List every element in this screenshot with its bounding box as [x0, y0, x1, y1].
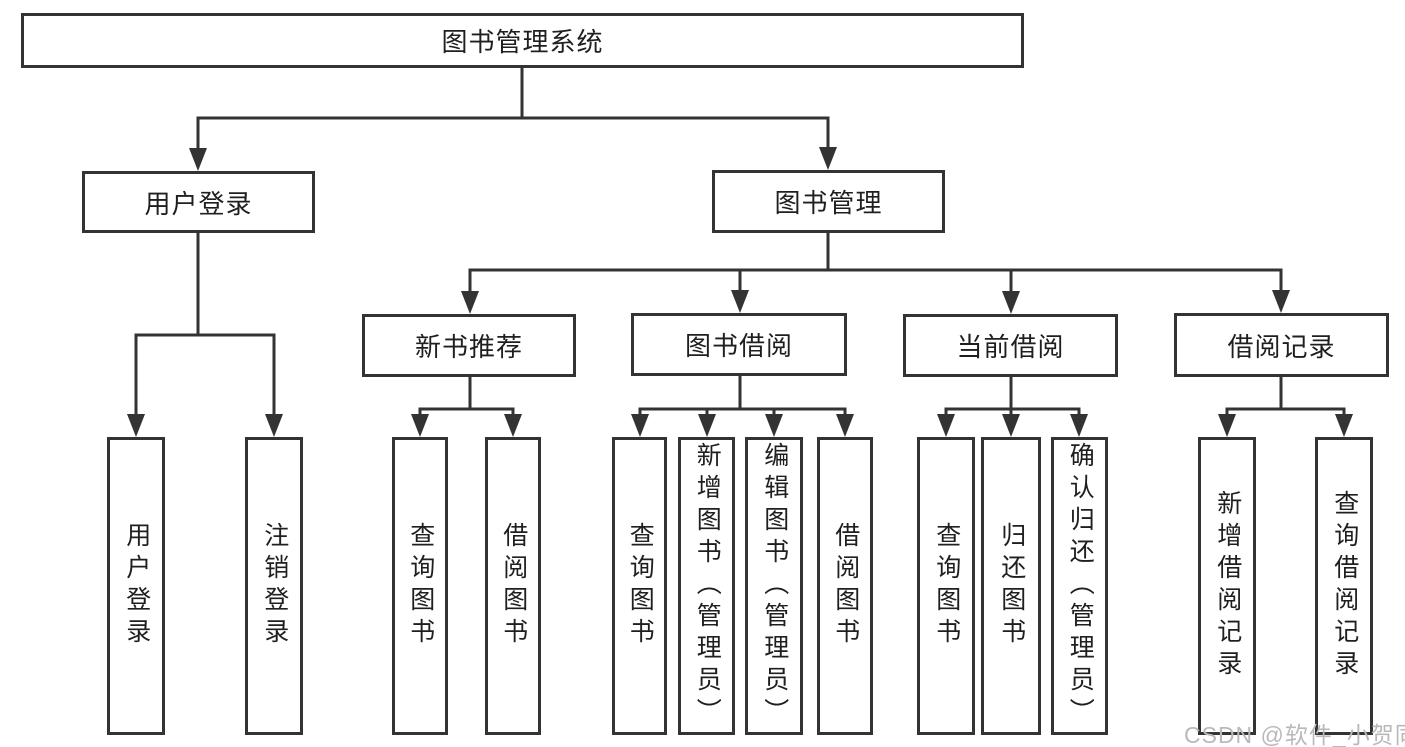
leaf-nb-query-book-label: 查询图书: [406, 522, 435, 650]
node-user-login: 用户登录: [82, 171, 315, 233]
node-book-borrow-label: 图书借阅: [684, 331, 793, 361]
leaf-br-query-record: 查询借阅记录: [1315, 437, 1373, 735]
leaf-bb-edit-book-admin-label: 编辑图书（管理员）: [760, 442, 789, 730]
leaf-bb-add-book-admin-label: 新增图书（管理员）: [693, 442, 722, 730]
node-book-management-label: 图书管理: [774, 188, 883, 218]
leaf-cb-confirm-return-admin-label: 确认归还（管理员）: [1066, 442, 1095, 730]
node-new-book-recommend: 新书推荐: [362, 314, 576, 377]
node-current-borrow-label: 当前借阅: [956, 332, 1065, 362]
leaf-bb-borrow-book-label: 借阅图书: [831, 522, 860, 650]
leaf-user-login-label: 用户登录: [122, 522, 151, 650]
leaf-cb-query-book: 查询图书: [917, 437, 975, 735]
leaf-nb-borrow-book: 借阅图书: [485, 437, 541, 735]
leaf-nb-borrow-book-label: 借阅图书: [499, 522, 528, 650]
leaf-bb-query-book-label: 查询图书: [626, 522, 655, 650]
node-new-book-recommend-label: 新书推荐: [414, 332, 523, 362]
leaf-logout: 注销登录: [245, 437, 303, 735]
node-book-borrow: 图书借阅: [631, 313, 847, 376]
leaf-br-add-record: 新增借阅记录: [1198, 437, 1256, 735]
leaf-logout-label: 注销登录: [260, 522, 289, 650]
leaf-bb-add-book-admin: 新增图书（管理员）: [678, 437, 735, 735]
leaf-bb-borrow-book: 借阅图书: [817, 437, 873, 735]
leaf-bb-query-book: 查询图书: [612, 437, 667, 735]
leaf-user-login: 用户登录: [107, 437, 165, 735]
node-user-login-label: 用户登录: [144, 188, 253, 219]
watermark: CSDN @软件_小贺同学: [1184, 722, 1405, 747]
leaf-nb-query-book: 查询图书: [392, 437, 448, 735]
node-root: 图书管理系统: [21, 13, 1024, 68]
node-current-borrow: 当前借阅: [903, 314, 1118, 377]
node-borrow-records-label: 借阅记录: [1227, 331, 1336, 362]
leaf-br-add-record-label: 新增借阅记录: [1213, 490, 1242, 682]
node-root-label: 图书管理系统: [441, 27, 604, 57]
node-borrow-records: 借阅记录: [1174, 313, 1389, 377]
node-book-management: 图书管理: [712, 170, 945, 233]
leaf-bb-edit-book-admin: 编辑图书（管理员）: [745, 437, 803, 735]
leaf-cb-query-book-label: 查询图书: [932, 522, 961, 650]
leaf-cb-return-book: 归还图书: [981, 437, 1041, 735]
leaf-br-query-record-label: 查询借阅记录: [1330, 490, 1359, 682]
leaf-cb-return-book-label: 归还图书: [997, 522, 1026, 650]
leaf-cb-confirm-return-admin: 确认归还（管理员）: [1051, 437, 1108, 735]
